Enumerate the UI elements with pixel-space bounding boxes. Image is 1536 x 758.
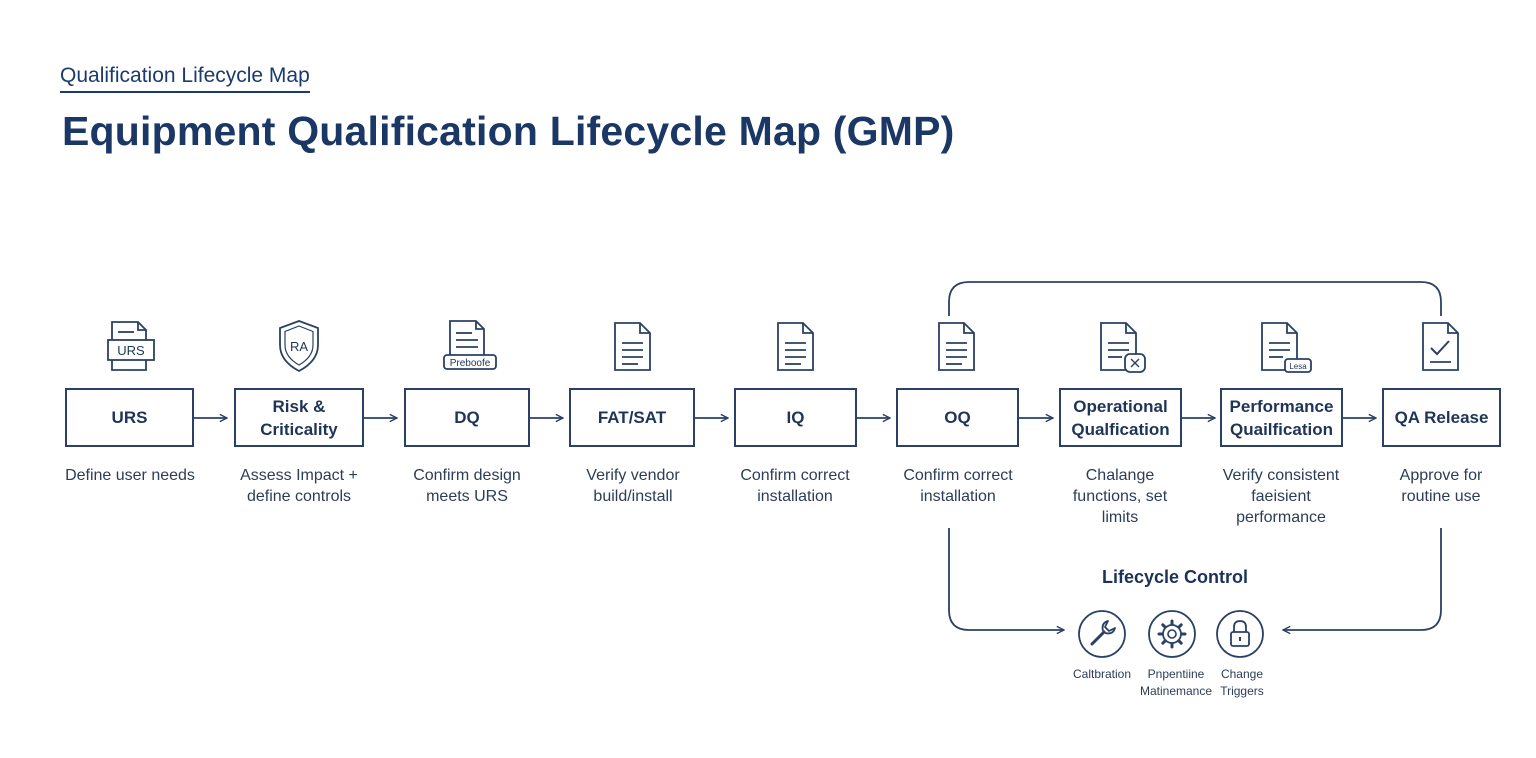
stage-performance-qualification: Performance Quailfication <box>1220 388 1343 447</box>
stage-desc-qa-release: Approve for routine use <box>1399 467 1483 505</box>
control-label-change-triggers: Change Triggers <box>1220 667 1264 698</box>
diagram-title: Equipment Qualification Lifecycle Map (G… <box>62 108 955 154</box>
wrench-icon <box>1078 610 1126 658</box>
svg-text:RA: RA <box>290 339 308 354</box>
shield-icon: RA <box>279 320 319 373</box>
lifecycle-control-title: Lifecycle Control <box>1101 567 1249 587</box>
stage-dq: DQ <box>404 388 530 447</box>
stage-oq: OQ <box>896 388 1019 447</box>
svg-text:URS: URS <box>117 343 145 358</box>
document-icon <box>777 322 814 371</box>
gear-icon <box>1148 610 1196 658</box>
stage-desc-fat-sat: Verify vendor build/install <box>586 467 680 505</box>
control-label-preventive-maintenance: Pnpentiine Matinemance <box>1139 667 1213 698</box>
stage-desc-oq: Confirm correct installation <box>903 467 1013 505</box>
lock-icon <box>1216 610 1264 658</box>
svg-text:Preboofe: Preboofe <box>450 358 491 369</box>
document-icon: Preboofe <box>443 320 497 370</box>
document-icon <box>938 322 975 371</box>
stage-qa-release: QA Release <box>1382 388 1501 447</box>
control-label-calibration: Caltbration <box>1072 667 1132 681</box>
svg-text:Lesa: Lesa <box>1289 362 1307 371</box>
stage-desc-dq: Confirm design meets URS <box>413 467 521 505</box>
document-gear-icon <box>1100 322 1146 373</box>
lifecycle-right-line <box>1283 528 1442 630</box>
stage-desc-iq: Confirm correct installation <box>740 467 850 505</box>
document-icon: URS <box>107 321 155 371</box>
feedback-loop-line <box>948 281 1442 316</box>
lifecycle-left-line <box>948 528 1064 630</box>
document-icon <box>614 322 651 371</box>
stage-desc-performance-qualification: Verify consistent faeisient performance <box>1222 467 1340 526</box>
stage-operational-qualification: Operational Qualfication <box>1059 388 1182 447</box>
stage-urs: URS <box>65 388 194 447</box>
checklist-icon <box>1422 322 1459 371</box>
stage-iq: IQ <box>734 388 857 447</box>
stage-desc-risk-criticality: Assess Impact + define controls <box>240 467 358 505</box>
document-icon: Lesa <box>1261 322 1312 373</box>
stage-desc-urs: Define user needs <box>65 467 195 484</box>
stage-risk-criticality: Risk & Criticality <box>234 388 364 447</box>
diagram-eyebrow: Qualification Lifecycle Map <box>60 64 310 93</box>
stage-fat-sat: FAT/SAT <box>569 388 695 447</box>
stage-desc-operational-qualification: Chalange functions, set limits <box>1072 467 1168 526</box>
